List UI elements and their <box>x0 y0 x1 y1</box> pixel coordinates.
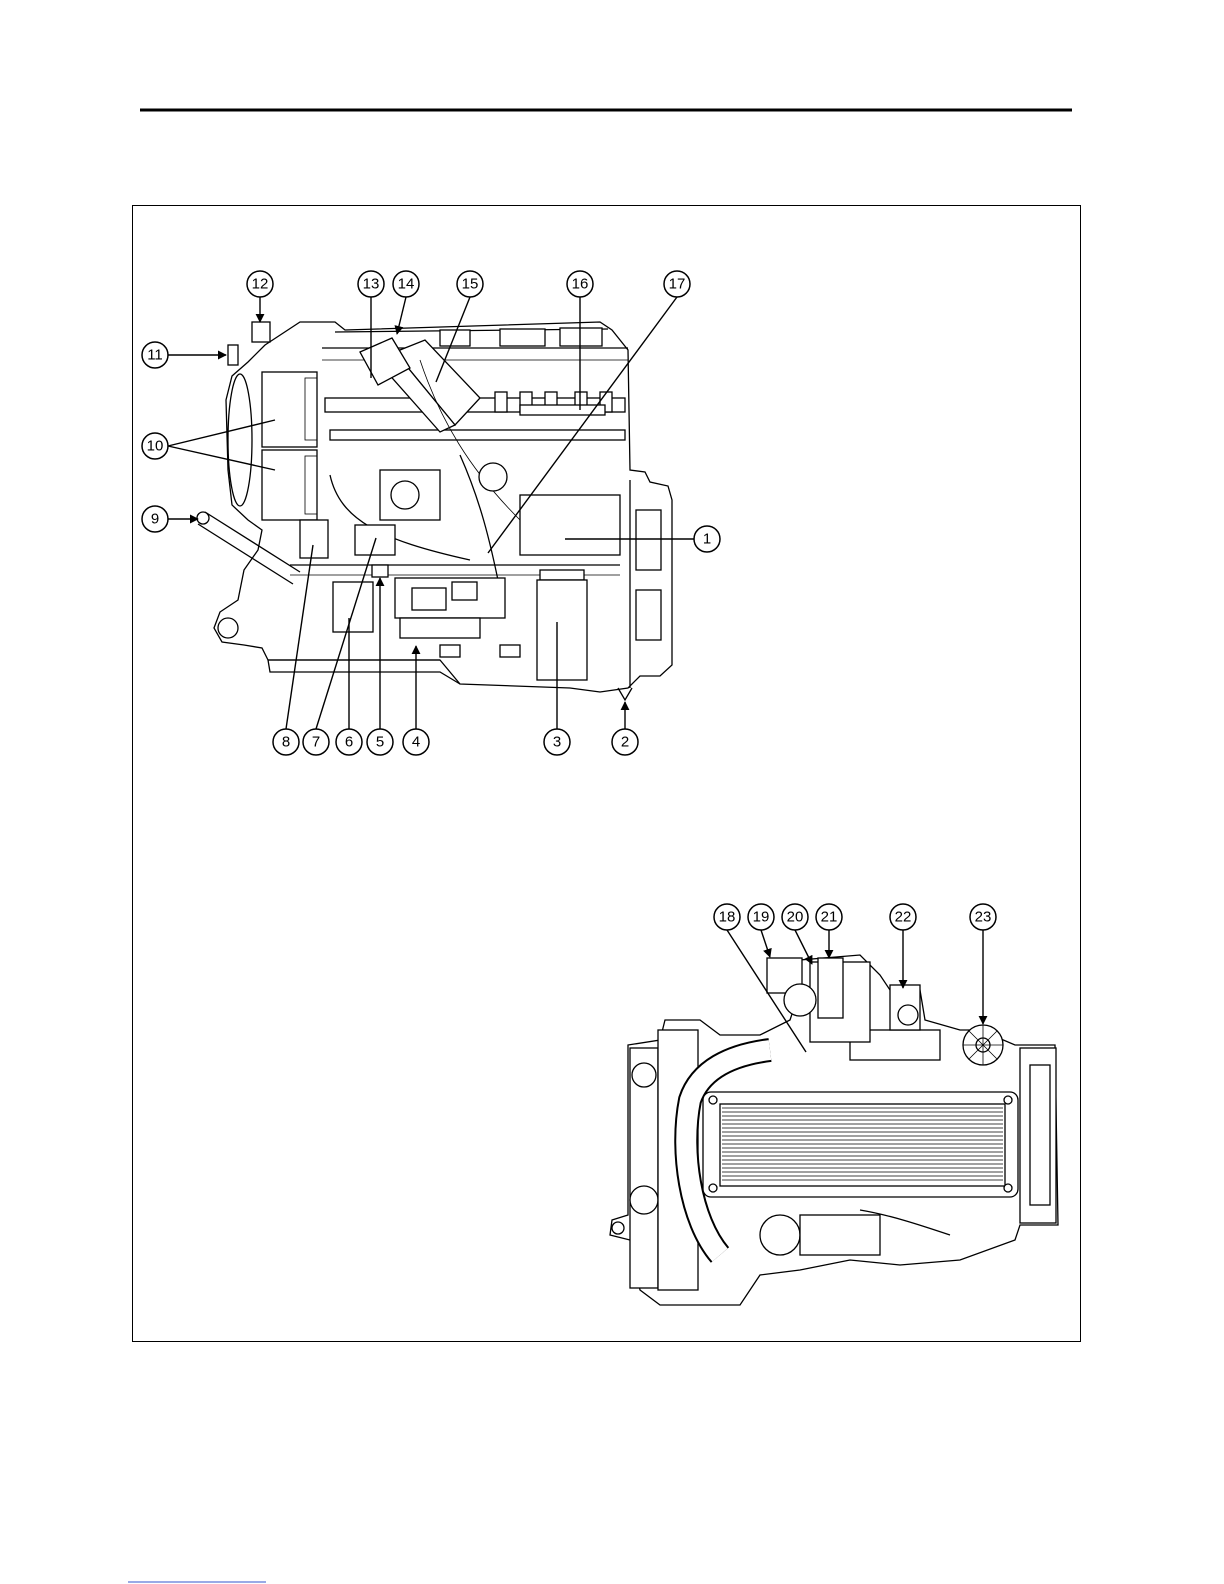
turbo-actuator <box>818 958 843 1018</box>
lower-manifold-rail <box>330 430 625 440</box>
callout-4: 4 <box>403 646 429 755</box>
callout-number: 16 <box>572 276 589 293</box>
cooler-mount <box>1004 1184 1012 1192</box>
cooler-mount <box>709 1096 717 1104</box>
sensor-port <box>479 463 507 491</box>
lower-turbo <box>760 1215 800 1255</box>
callout-number: 2 <box>621 734 629 751</box>
callout-12: 12 <box>247 271 273 322</box>
fan-pulley <box>632 1063 656 1087</box>
callout-number: 6 <box>345 734 353 751</box>
valve-cover-rib <box>440 330 470 346</box>
callout-number: 23 <box>975 909 992 926</box>
oil-pan-boss <box>500 645 520 657</box>
oil-fill-cap <box>228 345 238 365</box>
callout-number: 15 <box>462 276 479 293</box>
callout-number: 13 <box>363 276 380 293</box>
callout-number: 1 <box>703 531 711 548</box>
coolant-sensor-block <box>300 520 328 558</box>
crank-pulley <box>228 374 252 506</box>
oil-pan-boss <box>440 645 460 657</box>
cooler-mount <box>1004 1096 1012 1104</box>
crank-pulley <box>630 1186 658 1214</box>
callout-number: 17 <box>669 276 686 293</box>
top-bracket <box>252 322 270 342</box>
oil-filter-cap <box>540 570 584 580</box>
turbo-compressor-inlet <box>784 984 816 1016</box>
callout-11: 11 <box>142 342 226 368</box>
callout-number: 4 <box>412 734 420 751</box>
cooler-mount <box>709 1184 717 1192</box>
ecm-bracket <box>400 618 480 638</box>
injector-connector <box>495 392 507 412</box>
oil-drain-plug <box>618 688 632 700</box>
oil-filter <box>537 580 587 680</box>
callout-number: 12 <box>252 276 269 293</box>
callout-number: 21 <box>821 909 838 926</box>
callout-number: 18 <box>719 909 736 926</box>
callout-20: 20 <box>782 904 812 964</box>
callout-14: 14 <box>393 271 419 334</box>
alternator-lower <box>262 450 317 520</box>
callout-number: 22 <box>895 909 912 926</box>
callout-9: 9 <box>142 506 198 532</box>
engine-top-view-drawing <box>610 955 1058 1305</box>
callout-2: 2 <box>612 702 638 755</box>
callout-number: 10 <box>147 438 164 455</box>
oil-pan <box>268 660 460 684</box>
fuel-rail <box>520 405 605 415</box>
valve-cover-rib <box>500 329 545 346</box>
valve-cover-rib <box>560 328 602 346</box>
flywheel-housing-pad <box>636 590 661 640</box>
callout-23: 23 <box>970 904 996 1024</box>
callout-22: 22 <box>890 904 916 988</box>
fuel-pump-gear <box>391 481 419 509</box>
fuel-filter <box>333 582 373 632</box>
callout-21: 21 <box>816 904 842 958</box>
callout-number: 19 <box>753 909 770 926</box>
callout-number: 14 <box>398 276 415 293</box>
egr-valve-port <box>898 1005 918 1025</box>
callout-number: 3 <box>553 734 561 751</box>
engine-control-component <box>520 495 620 555</box>
callout-number: 8 <box>282 734 290 751</box>
alternator-upper <box>262 372 317 447</box>
lower-turbo-housing <box>800 1215 880 1255</box>
callout-number: 11 <box>147 347 163 364</box>
callout-number: 9 <box>151 511 159 528</box>
callout-number: 7 <box>312 734 320 751</box>
pressure-sensor <box>372 565 388 577</box>
ecm-face <box>412 588 446 610</box>
ecm-connector <box>452 582 477 600</box>
drain-fitting <box>612 1222 624 1234</box>
flywheel-housing-pad <box>636 510 661 570</box>
callout-number: 5 <box>376 734 384 751</box>
flywheel-housing-face <box>1030 1065 1050 1205</box>
engine-side-view-drawing <box>197 322 672 700</box>
leader-line <box>761 930 770 957</box>
front-cover-boss <box>218 618 238 638</box>
callout-19: 19 <box>748 904 774 957</box>
dipstick-handle <box>197 512 209 524</box>
callout-number: 20 <box>787 909 804 926</box>
